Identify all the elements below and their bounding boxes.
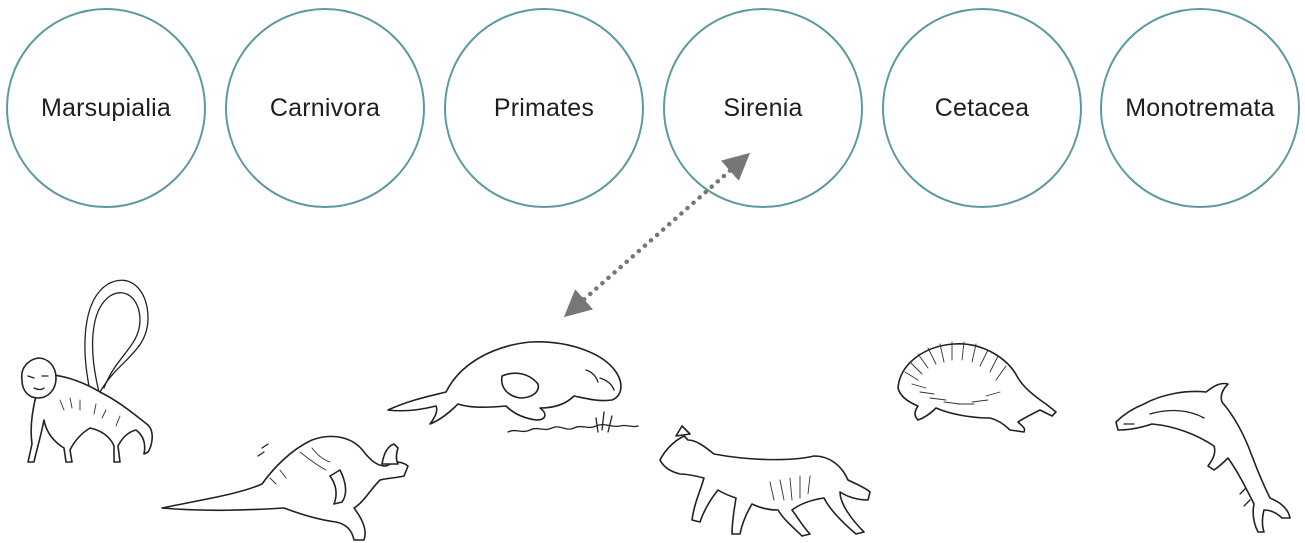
monkey-icon[interactable] [22, 280, 153, 462]
dingo-icon[interactable] [660, 426, 870, 536]
order-circle-monotremata[interactable]: Monotremata [1100, 8, 1300, 208]
dolphin-icon[interactable] [1116, 383, 1290, 532]
dugong-icon[interactable] [388, 342, 638, 432]
echidna-icon[interactable] [898, 342, 1056, 432]
order-label-primates: Primates [494, 94, 594, 123]
order-circle-marsupialia[interactable]: Marsupialia [6, 8, 206, 208]
kangaroo-icon[interactable] [162, 436, 408, 540]
order-label-cetacea: Cetacea [935, 94, 1030, 123]
order-label-monotremata: Monotremata [1125, 94, 1275, 123]
order-circle-primates[interactable]: Primates [444, 8, 644, 208]
order-circle-cetacea[interactable]: Cetacea [882, 8, 1082, 208]
order-label-carnivora: Carnivora [270, 94, 380, 123]
order-circle-sirenia[interactable]: Sirenia [663, 8, 863, 208]
order-label-sirenia: Sirenia [723, 94, 802, 123]
order-label-marsupialia: Marsupialia [41, 94, 171, 123]
order-circle-carnivora[interactable]: Carnivora [225, 8, 425, 208]
